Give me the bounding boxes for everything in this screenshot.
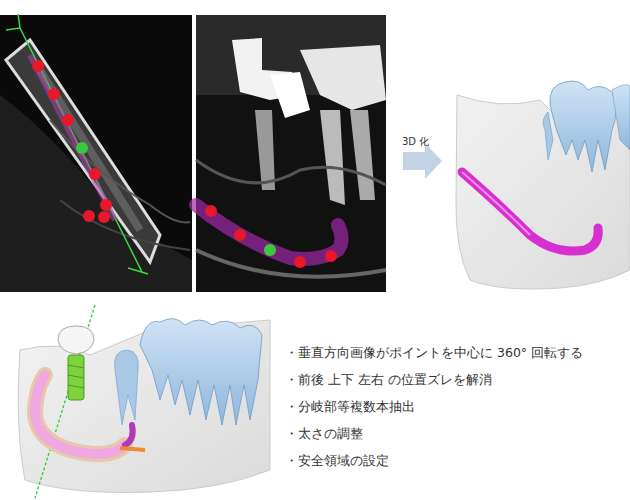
implant-3d-model: [18, 305, 270, 498]
feature-bullet: ・分岐部等複数本抽出: [285, 399, 415, 414]
feature-bullet: ・垂直方向画像がポイントを中心に 360° 回転する: [285, 345, 583, 360]
feature-bullet: ・前後 上下 左右 の位置ズレを解消: [285, 372, 492, 387]
jaw-3d-model: [456, 81, 630, 289]
feature-bullet: ・太さの調整: [285, 426, 363, 441]
feature-bullet: ・安全領域の設定: [285, 453, 389, 468]
arrow-label: 3D 化: [402, 136, 429, 148]
ct-cross-section: [0, 14, 192, 292]
ct-panoramic: [196, 15, 386, 292]
process-arrow: [403, 143, 442, 179]
